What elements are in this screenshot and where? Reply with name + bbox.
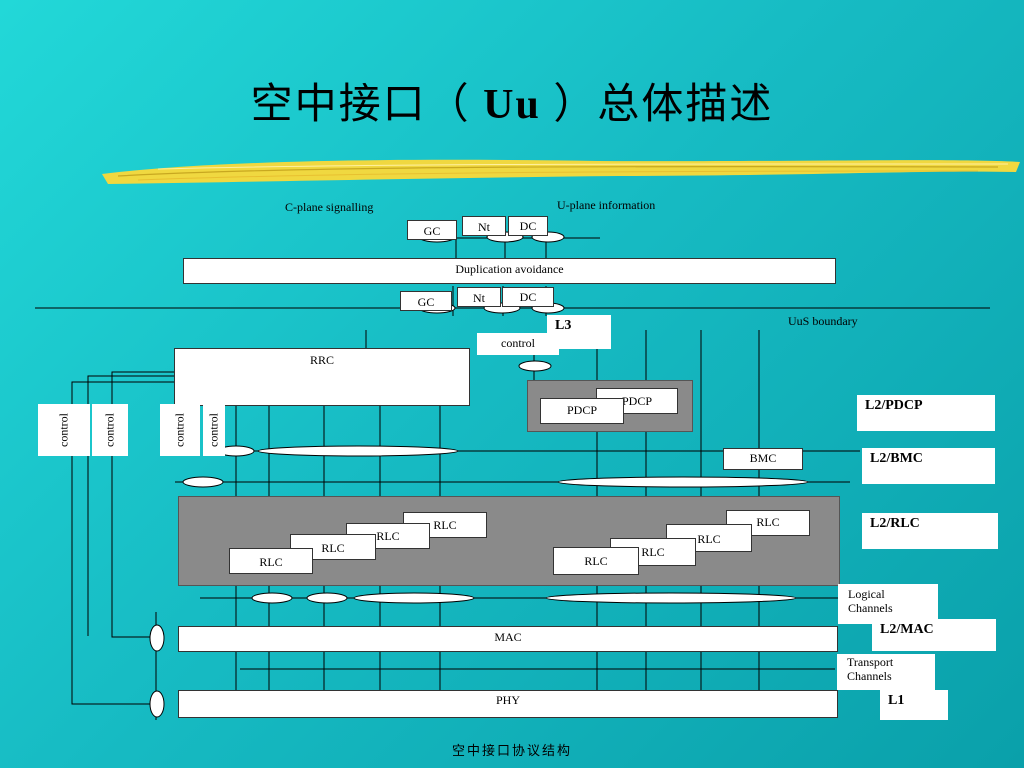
rrc-box: RRC [174, 348, 470, 406]
control-text-3: control [172, 413, 187, 447]
pdcp-box-front: PDCP [540, 398, 624, 424]
duplication-avoidance-box: Duplication avoidance [183, 258, 836, 284]
gc-box-bottom: GC [400, 291, 452, 311]
phy-box: PHY [178, 690, 838, 718]
logical-channels-label: Logical Channels [838, 584, 938, 624]
u-plane-label: U-plane information [557, 198, 656, 212]
logical-channels-line1: Logical [848, 587, 885, 601]
layer-l2-bmc-label: L2/BMC [862, 448, 995, 484]
control-text-1: control [56, 413, 71, 447]
rlc-box-l2: RLC [346, 523, 430, 549]
control-label-2: control [92, 404, 128, 456]
brush-stroke-decoration [102, 159, 1020, 184]
rlc-box-l4: RLC [229, 548, 313, 574]
layer-l2-rlc-label: L2/RLC [862, 513, 998, 549]
mac-box: MAC [178, 626, 838, 652]
bmc-box: BMC [723, 448, 803, 470]
nt-box-bottom: Nt [457, 287, 501, 307]
title-bold: Uu [470, 82, 554, 128]
dc-box-bottom: DC [502, 287, 554, 307]
transport-channels-line2: Channels [847, 669, 892, 683]
control-label-pdcp: control [477, 333, 559, 355]
layer-l1-label: L1 [880, 690, 948, 720]
control-text-2: control [102, 413, 117, 447]
title-post: ）总体描述 [553, 79, 774, 128]
rlc-box-l3: RLC [290, 534, 376, 560]
control-text-4: control [206, 413, 221, 447]
footer-caption: 空中接口协议结构 [451, 744, 572, 759]
dc-box-top: DC [508, 216, 548, 236]
uus-boundary-label: UuS boundary [788, 314, 858, 328]
title-pre: 空中接口（ [250, 79, 471, 128]
transport-channels-label: Transport Channels [837, 654, 935, 690]
nt-box-top: Nt [462, 216, 506, 236]
transport-channels-line1: Transport [847, 655, 894, 669]
logical-channels-line2: Channels [848, 601, 893, 615]
layer-l2-pdcp-label: L2/PDCP [857, 395, 995, 431]
c-plane-label: C-plane signalling [285, 200, 374, 214]
control-label-1: control [38, 404, 90, 456]
control-label-3: control [160, 404, 200, 456]
gc-box-top: GC [407, 220, 457, 240]
control-label-4: control [203, 404, 225, 456]
slide-title: 空中接口（ Uu ）总体描述 [0, 70, 1024, 131]
rlc-box-r4: RLC [553, 547, 639, 575]
layer-l2-mac-label: L2/MAC [872, 619, 996, 651]
